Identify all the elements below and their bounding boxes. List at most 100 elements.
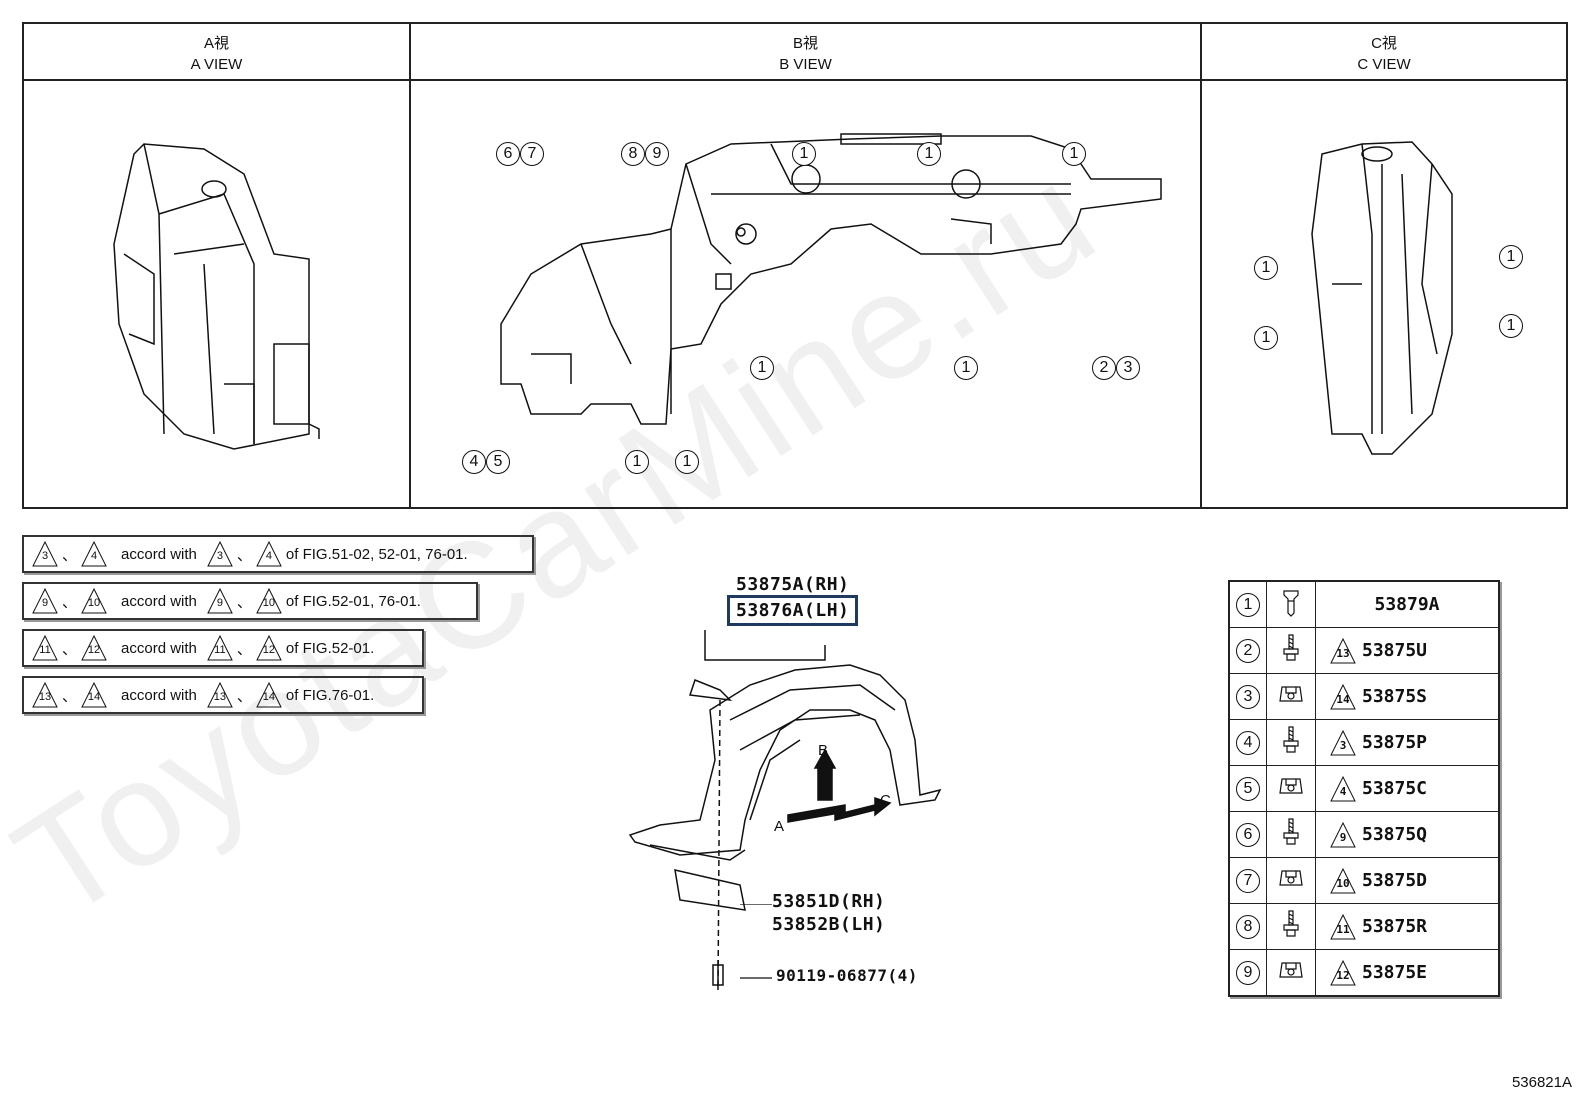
view-a-jp: A視 <box>203 35 229 52</box>
triangle-note-icon: 4 <box>1330 775 1356 802</box>
view-b-panel: B視 B VIEW 6 7 8 9 1 1 1 1 1 2 3 <box>411 24 1202 507</box>
callout-2: 2 <box>1092 356 1116 380</box>
part-code: 53875E <box>1362 961 1428 983</box>
fig-ref: of FIG.52-01, 76-01. <box>285 592 421 610</box>
triangle-note-icon: 3 <box>32 541 58 567</box>
fig-ref: of FIG.51-02, 52-01, 76-01. <box>285 545 468 563</box>
callout-1c: 1 <box>1062 142 1086 166</box>
nut-clip-icon <box>1278 870 1304 895</box>
triangle-note-icon: 4 <box>81 541 107 567</box>
triangle-note-icon: 12 <box>1330 959 1356 986</box>
accord-text: accord with <box>121 686 197 704</box>
seal-rh-label: 53851D(RH) <box>772 891 886 912</box>
part-code: 53875C <box>1362 777 1428 799</box>
view-b-header: B視 B VIEW <box>411 24 1200 81</box>
parts-table-row: 4 3 53875P <box>1228 719 1500 766</box>
triangle-note-icon: 4 <box>256 541 282 567</box>
views-frame: A視 A VIEW B視 B VIEW <box>22 22 1568 509</box>
view-a-en: A VIEW <box>190 56 243 73</box>
liner-lh-label[interactable]: 53876A(LH) <box>727 595 859 626</box>
triangle-note-icon: 10 <box>256 588 282 614</box>
part-code: 53879A <box>1374 594 1440 615</box>
view-b-en: B VIEW <box>779 56 832 73</box>
view-a-drawing <box>113 143 320 450</box>
view-c-jp: C視 <box>1371 35 1397 52</box>
parts-table-row: 5 4 53875C <box>1228 765 1500 812</box>
view-a-header: A視 A VIEW <box>24 24 409 81</box>
part-number-badge: 4 <box>1236 730 1260 755</box>
view-c-drawing <box>1311 141 1453 455</box>
triangle-note-icon: 9 <box>32 588 58 614</box>
part-code: 53875R <box>1362 915 1428 937</box>
part-number-badge: 2 <box>1236 638 1260 663</box>
part-number-badge: 3 <box>1236 684 1260 709</box>
triangle-note-icon: 11 <box>1330 913 1356 940</box>
liner-rh-label: 53875A(RH) <box>736 574 850 595</box>
callout-c1d: 1 <box>1499 314 1523 338</box>
triangle-note-icon: 9 <box>1330 821 1356 848</box>
leader-lines <box>740 904 772 979</box>
parts-table-row: 3 14 53875S <box>1228 673 1500 720</box>
screw-icon <box>1280 910 1302 943</box>
part-code: 53875P <box>1362 731 1428 753</box>
callout-8: 8 <box>621 142 645 166</box>
part-number-badge: 7 <box>1236 868 1260 893</box>
triangle-note-icon: 14 <box>1330 683 1356 710</box>
callout-1e: 1 <box>954 356 978 380</box>
part-number-badge: 6 <box>1236 822 1260 847</box>
triangle-note-icon: 10 <box>81 588 107 614</box>
triangle-note-icon: 14 <box>81 682 107 708</box>
callout-9: 9 <box>645 142 669 166</box>
part-code: 53875S <box>1362 685 1428 707</box>
nut-clip-icon <box>1278 962 1304 987</box>
triangle-note-icon: 11 <box>207 635 233 661</box>
part-number-badge: 9 <box>1236 960 1260 985</box>
callout-3: 3 <box>1116 356 1140 380</box>
triangle-note-icon: 9 <box>207 588 233 614</box>
nut-clip-icon <box>1278 778 1304 803</box>
triangle-note-icon: 14 <box>256 682 282 708</box>
parts-table-row: 1 53879A <box>1228 580 1500 628</box>
figure-id: 536821A <box>1511 1074 1572 1091</box>
callout-c1a: 1 <box>1254 256 1278 280</box>
bolt-label: 90119-06877(4) <box>776 966 918 985</box>
arrow-a-label: A <box>774 818 785 835</box>
view-c-panel: C視 C VIEW 1 1 1 1 <box>1202 24 1566 507</box>
view-b-jp: B視 <box>792 35 818 52</box>
arrow-b-label: B <box>818 742 829 759</box>
part-number-badge: 5 <box>1236 776 1260 801</box>
part-code: 53875Q <box>1362 823 1428 845</box>
triangle-note-icon: 3 <box>1330 729 1356 756</box>
callout-c1c: 1 <box>1499 245 1523 269</box>
triangle-note-icon: 12 <box>256 635 282 661</box>
callout-6: 6 <box>496 142 520 166</box>
seal-lh-label: 53852B(LH) <box>772 914 886 935</box>
part-code: 53875U <box>1362 639 1428 661</box>
view-a-panel: A視 A VIEW <box>24 24 411 507</box>
triangle-note-icon: 13 <box>207 682 233 708</box>
triangle-note-icon: 10 <box>1330 867 1356 894</box>
accord-text: accord with <box>121 592 197 610</box>
triangle-note-icon: 11 <box>32 635 58 661</box>
note-row-3: 11 、 12 accord with 11 、 12 of FIG.52-01… <box>22 629 424 667</box>
callout-1f: 1 <box>625 450 649 474</box>
parts-table-row: 6 9 53875Q <box>1228 811 1500 858</box>
arrow-c-label: C <box>880 792 891 809</box>
part-number-badge: 1 <box>1236 592 1260 617</box>
fig-ref: of FIG.76-01. <box>285 686 375 704</box>
fender-liner-drawing <box>628 630 942 991</box>
leader-line <box>704 630 826 661</box>
fig-ref: of FIG.52-01. <box>285 639 375 657</box>
screw-icon <box>1280 818 1302 851</box>
arrow-b-icon <box>817 764 833 801</box>
nut-clip-icon <box>1278 686 1304 711</box>
note-row-4: 13 、 14 accord with 13 、 14 of FIG.76-01… <box>22 676 424 714</box>
arrow-c-icon <box>834 796 892 821</box>
screw-icon <box>1280 726 1302 759</box>
callout-c1b: 1 <box>1254 326 1278 350</box>
accord-text: accord with <box>121 639 197 657</box>
callout-4: 4 <box>462 450 486 474</box>
note-row-2: 9 、 10 accord with 9 、 10 of FIG.52-01, … <box>22 582 478 620</box>
